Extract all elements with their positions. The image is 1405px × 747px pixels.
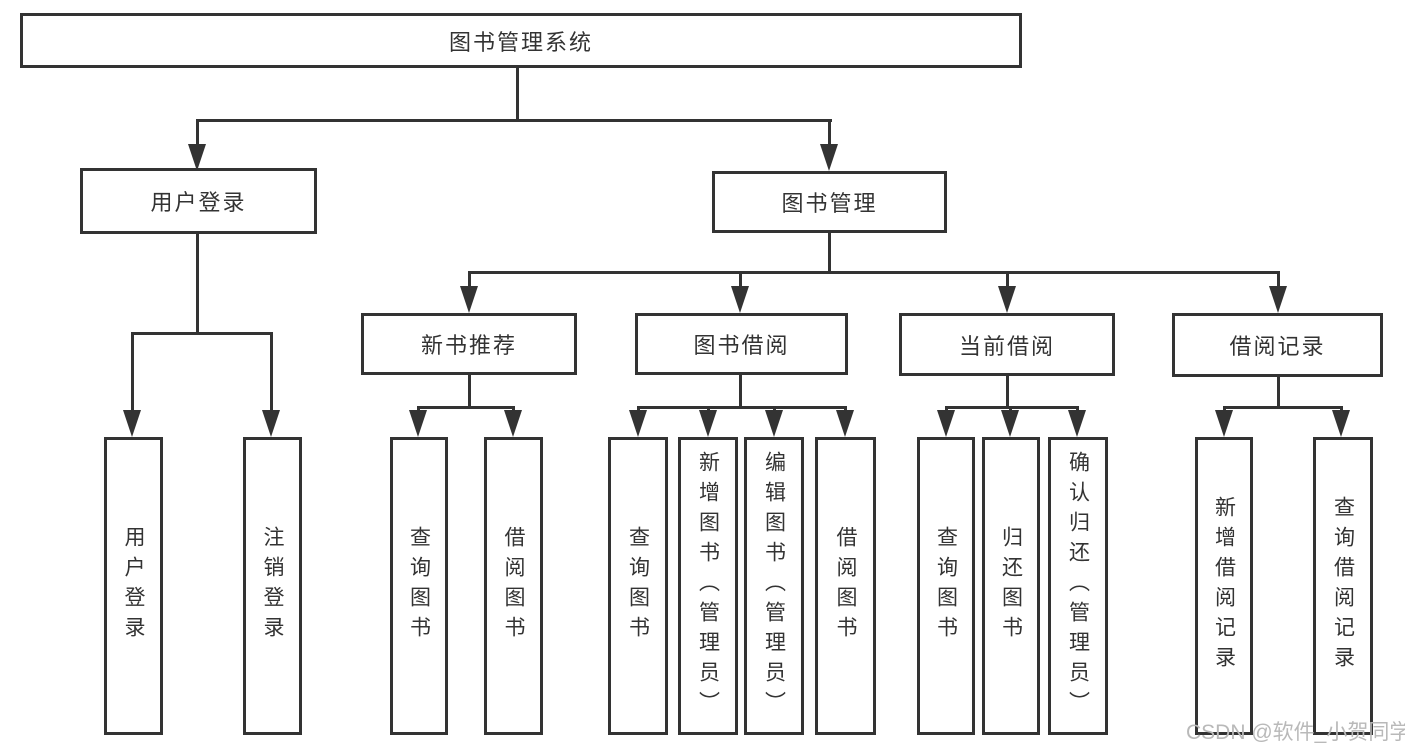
connector-borrow-record-split — [1223, 406, 1343, 409]
node-borrow-book-1-label: 借阅图书 — [502, 526, 525, 646]
arrowhead-new-book — [460, 286, 478, 313]
node-query-borrow-record-label: 查询借阅记录 — [1331, 496, 1355, 676]
node-query-book-1: 查询图书 — [390, 437, 448, 735]
connector-level2-split — [196, 119, 832, 122]
node-add-borrow-record: 新增借阅记录 — [1195, 437, 1253, 735]
arrowhead-return-book — [1001, 410, 1019, 437]
connector-current-borrow-split — [945, 406, 1079, 409]
connector-drop-logout — [270, 332, 273, 412]
arrowhead-current-borrow — [998, 286, 1016, 313]
node-query-borrow-record: 查询借阅记录 — [1313, 437, 1373, 735]
arrowhead-query-book-1 — [409, 410, 427, 437]
node-book-management-label: 图书管理 — [781, 191, 878, 216]
arrowhead-user-login — [188, 144, 206, 171]
connector-book-borrow-split — [637, 406, 847, 409]
connector-drop-borrow-record — [1277, 271, 1280, 289]
node-book-management: 图书管理 — [712, 171, 947, 233]
connector-current-borrow-stem — [1006, 375, 1009, 409]
connector-drop-user-login — [196, 119, 199, 149]
node-return-book: 归还图书 — [982, 437, 1040, 735]
connector-drop-new-book — [468, 271, 471, 289]
connector-drop-current-borrow — [1006, 271, 1009, 289]
arrowhead-login — [123, 410, 141, 437]
connector-user-login-stem — [196, 233, 199, 335]
connector-new-book-stem — [468, 374, 471, 409]
connector-book-mgmt-stem — [828, 233, 831, 274]
node-query-book-1-label: 查询图书 — [407, 526, 431, 646]
node-query-book-3: 查询图书 — [917, 437, 975, 735]
node-borrow-book-2: 借阅图书 — [815, 437, 876, 735]
node-add-book: 新增图书（管理员） — [678, 437, 738, 735]
node-confirm-return-label: 确认归还（管理员） — [1066, 451, 1090, 721]
node-add-borrow-record-label: 新增借阅记录 — [1212, 496, 1236, 676]
node-borrowing-records-label: 借阅记录 — [1229, 334, 1326, 359]
connector-user-login-split — [131, 332, 273, 335]
node-return-book-label: 归还图书 — [999, 526, 1023, 646]
node-book-borrowing: 图书借阅 — [635, 313, 848, 375]
arrowhead-confirm-return — [1068, 410, 1086, 437]
csdn-watermark: CSDN @软件_小贺同学 — [1186, 721, 1405, 744]
node-query-book-2-label: 查询图书 — [626, 526, 650, 646]
arrowhead-query-book-2 — [629, 410, 647, 437]
arrowhead-edit-book — [765, 410, 783, 437]
connector-drop-book-mgmt — [828, 119, 831, 149]
arrowhead-borrow-book-1 — [504, 410, 522, 437]
node-root-label: 图书管理系统 — [448, 29, 593, 55]
arrowhead-add-book — [699, 410, 717, 437]
arrowhead-borrow-book-2 — [836, 410, 854, 437]
node-borrow-book-1: 借阅图书 — [484, 437, 543, 735]
arrowhead-query-record — [1332, 410, 1350, 437]
connector-new-book-split — [417, 406, 515, 409]
connector-level3-split — [468, 271, 1280, 274]
node-add-book-label: 新增图书（管理员） — [696, 451, 720, 721]
arrowhead-book-borrow — [731, 286, 749, 313]
node-current-borrowing-label: 当前借阅 — [958, 333, 1055, 359]
node-borrow-book-2-label: 借阅图书 — [834, 526, 857, 646]
connector-root-stem — [516, 68, 519, 122]
node-user-login-module-label: 用户登录 — [150, 190, 247, 215]
arrowhead-add-record — [1215, 410, 1233, 437]
connector-drop-login — [131, 332, 134, 412]
node-query-book-3-label: 查询图书 — [934, 526, 958, 646]
connector-drop-book-borrow — [739, 271, 742, 289]
node-confirm-return: 确认归还（管理员） — [1048, 437, 1108, 735]
arrowhead-borrow-record — [1269, 286, 1287, 313]
node-logout-leaf-label: 注销登录 — [261, 526, 284, 646]
node-user-login-leaf: 用户登录 — [104, 437, 163, 735]
node-logout-leaf: 注销登录 — [243, 437, 302, 735]
node-edit-book-label: 编辑图书（管理员） — [762, 451, 786, 721]
node-user-login-leaf-label: 用户登录 — [122, 526, 145, 646]
connector-book-borrow-stem — [739, 374, 742, 409]
connector-borrow-record-stem — [1277, 376, 1280, 409]
node-user-login-module: 用户登录 — [80, 168, 317, 234]
node-root: 图书管理系统 — [20, 13, 1022, 68]
node-borrowing-records: 借阅记录 — [1172, 313, 1383, 377]
arrowhead-query-book-3 — [937, 410, 955, 437]
node-new-book-recommend-label: 新书推荐 — [420, 333, 517, 358]
node-new-book-recommend: 新书推荐 — [361, 313, 577, 375]
node-edit-book: 编辑图书（管理员） — [744, 437, 804, 735]
node-query-book-2: 查询图书 — [608, 437, 668, 735]
node-book-borrowing-label: 图书借阅 — [693, 333, 790, 358]
node-current-borrowing: 当前借阅 — [899, 313, 1115, 376]
arrowhead-logout — [262, 410, 280, 437]
arrowhead-book-mgmt — [820, 144, 838, 171]
